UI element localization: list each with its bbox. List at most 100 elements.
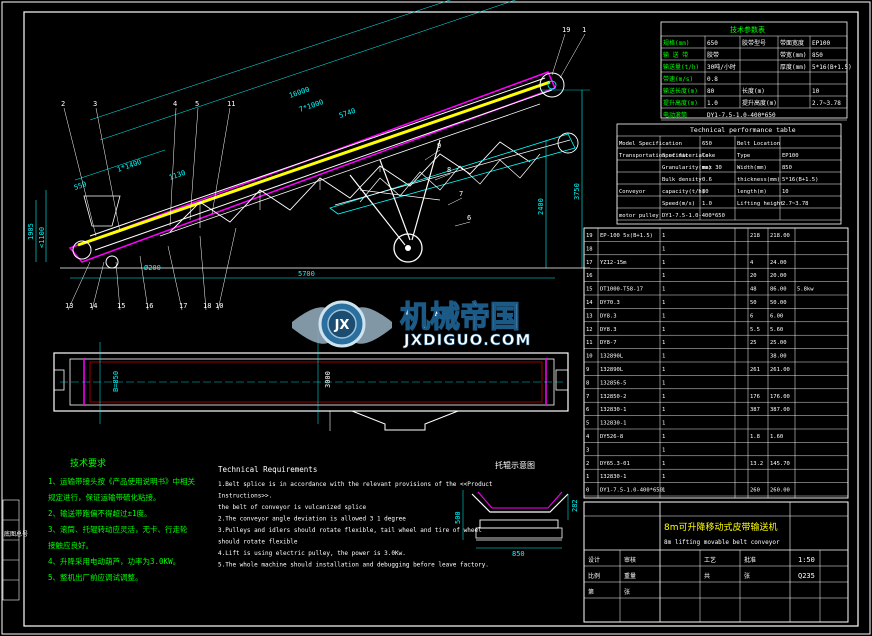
tech-req-cn-line: 5、整机出厂前应调试调整。: [48, 572, 143, 582]
bom-cell: 1: [662, 461, 665, 467]
callout-leader: [454, 221, 471, 227]
bom-cell: 218.00: [770, 233, 790, 239]
callout-number: 9: [437, 142, 441, 150]
callout-number: 1: [582, 26, 586, 34]
bom-cell: 1: [662, 300, 665, 306]
callout-number: 11: [227, 100, 235, 108]
bom-cell: 12: [586, 327, 593, 333]
bom-cell: 50: [750, 300, 757, 306]
dim-550: 550: [73, 180, 88, 192]
callout-number: 15: [117, 302, 125, 310]
callout-leader: [167, 245, 183, 311]
bom-cell: 5.5: [750, 327, 760, 333]
bom-cell: DY1-7.5-1.0-400*650: [600, 488, 663, 494]
bom-cell: DY8.3: [600, 313, 617, 319]
dim-5760: 5740: [338, 107, 357, 120]
bom-cell: 1: [662, 380, 665, 386]
tech-cell: 10: [782, 189, 789, 195]
tech-req-en-line: 2.The conveyor angle deviation is allowe…: [218, 516, 406, 523]
bom-cell: DY526-8: [600, 434, 623, 440]
dim-1400: 1*1400: [116, 158, 143, 174]
bom-cell: 8: [586, 380, 589, 386]
bom-cell: 1: [662, 447, 665, 453]
bom-cell: 260: [750, 488, 760, 494]
bom-cell: 1: [586, 474, 589, 480]
callout-number: 5: [195, 100, 199, 108]
params-cell: 输送长度(m): [663, 87, 698, 95]
bom-cell: 19: [586, 233, 593, 239]
bom-cell: 132830-1: [600, 407, 627, 413]
tech-cell: Conveyor: [619, 189, 646, 195]
tech-req-en-line: should rotate flexible: [218, 539, 298, 546]
params-cell: 规格(mm): [663, 39, 689, 47]
bom-cell: 13.2: [750, 461, 763, 467]
bom-cell: 11: [586, 340, 593, 346]
callout-number: 2: [61, 100, 65, 108]
bom-cell: 20: [750, 273, 757, 279]
tech-cell: 2.7~3.78: [782, 201, 809, 207]
callout-leader: [199, 235, 207, 311]
bom-cell: 6.00: [770, 313, 783, 319]
bom-cell: 38.00: [770, 354, 787, 360]
tech-cell: Speed(m/s): [662, 201, 695, 207]
bom-cell: 1: [662, 273, 665, 279]
callout-leader: [189, 107, 199, 221]
bom-cell: 4: [586, 434, 590, 440]
callout-leader: [447, 197, 463, 206]
tech-requirements-en: Technical Requirements 1.Belt splice is …: [218, 465, 493, 569]
params-cell: 厚度(mm): [780, 63, 806, 71]
bom-cell: 1: [662, 354, 665, 360]
bom-cell: YZ12-15m: [600, 260, 627, 266]
dim-7000: 7*1000: [298, 98, 325, 114]
tech-cell: Bulk density: [662, 177, 702, 183]
callout-leader: [434, 173, 451, 181]
params-cell: 胶带: [707, 51, 719, 59]
tech-cell: Width(mm): [737, 165, 767, 171]
bom-cell: 1: [662, 260, 665, 266]
bom-cell: 5: [586, 421, 589, 427]
callout-leader: [115, 261, 121, 311]
params-cell: 0.8: [707, 76, 718, 83]
dim-3000: 3000: [324, 371, 332, 388]
bom-cell: 1: [662, 407, 665, 413]
callout-number: 3: [93, 100, 97, 108]
bom-cell: 4: [750, 260, 754, 266]
bom-cell: 261.00: [770, 367, 790, 373]
params-cell: 1.0: [707, 100, 718, 107]
title-block-label: 批准: [744, 556, 756, 564]
bom-cell: 86.00: [770, 287, 787, 293]
tail-pulley: [72, 240, 92, 260]
callout-leader: [139, 255, 149, 311]
title-main: 8m可升降移动式皮带输送机: [664, 521, 778, 533]
bom-cell: 132830-1: [600, 421, 627, 427]
bom-cell: 6: [586, 407, 589, 413]
callout-number: 7: [459, 190, 463, 198]
title-block-label: 第: [588, 588, 594, 596]
tech-req-en-line: the belt of conveyor is vulcanized splic…: [218, 504, 366, 511]
bom-cell: 1: [662, 434, 665, 440]
tech-cell: thickness(mm): [737, 177, 780, 183]
dim-2400: 2400: [537, 198, 545, 215]
title-block-label: 共: [704, 572, 710, 580]
left-stamp-text: 底图总号: [4, 530, 28, 538]
callout-leader: [169, 107, 177, 227]
tech-req-cn-title: 技术要求: [70, 457, 106, 469]
tech-cell: Coke: [702, 153, 715, 159]
tech-cell: 5*16(B+1.5): [782, 177, 818, 183]
params-cell: EP100: [812, 40, 830, 47]
bom-cell: 132850-2: [600, 394, 627, 400]
bom-cell: 6: [750, 313, 753, 319]
support-leg: [349, 174, 406, 246]
bom-cell: 132856-5: [600, 380, 627, 386]
travel-wheel: [393, 233, 423, 263]
tech-cell: 0.6: [702, 177, 712, 183]
tech-req-en-line: 3.Pulleys and idlers should rotate flexi…: [218, 527, 482, 534]
bom-cell: 176.00: [770, 394, 790, 400]
callout-number: 10: [215, 302, 223, 310]
callout-leader: [551, 33, 566, 76]
tech-cell: 850: [782, 165, 792, 171]
callout-number: 8: [447, 166, 451, 174]
bom-cell: 7: [586, 394, 589, 400]
